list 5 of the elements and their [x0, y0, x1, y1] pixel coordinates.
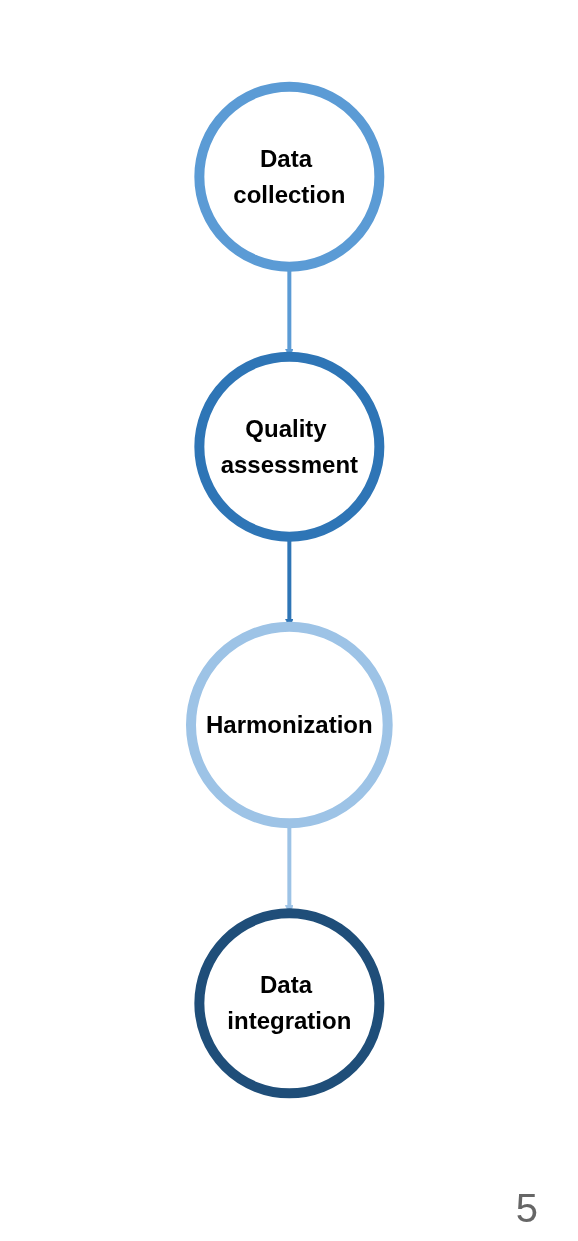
node-circle: Data integration [194, 908, 384, 1099]
node-circle: Quality assessment [194, 351, 384, 542]
node-circle: Harmonization [185, 621, 393, 829]
page-number: 5 [515, 1186, 538, 1230]
node-circle: Data collection [194, 81, 384, 272]
